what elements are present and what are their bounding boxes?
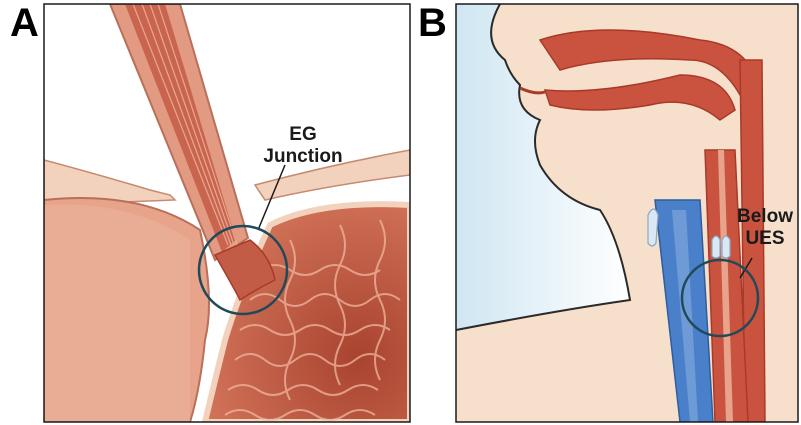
panel-a-illustration: EG Junction xyxy=(44,4,410,422)
eg-junction-label-line-1: EG xyxy=(289,124,316,145)
stomach-highlight xyxy=(44,204,190,422)
below-ues-label-line-2: UES xyxy=(745,228,784,249)
below-ues-label-line-1: Below xyxy=(737,206,793,227)
ues-landmark-2 xyxy=(722,236,730,258)
eg-junction-label-line-2: Junction xyxy=(263,146,342,167)
panel-b-illustration: Below UES xyxy=(456,4,798,422)
ues-landmark-1 xyxy=(712,236,720,258)
epiglottis-shape xyxy=(648,209,658,246)
